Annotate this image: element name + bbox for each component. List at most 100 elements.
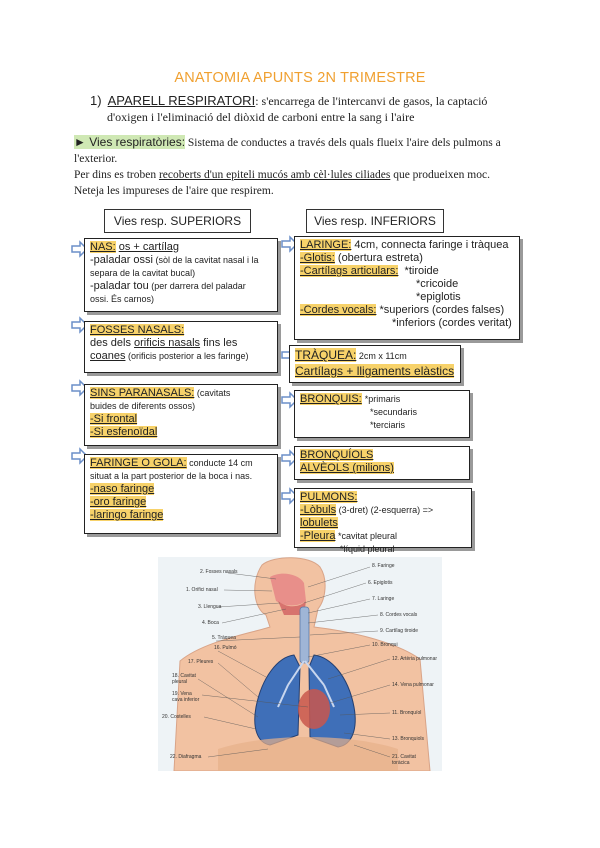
laringe-title: LARINGE:: [300, 239, 351, 251]
bronqui-primaris: *primaris: [365, 394, 401, 404]
fosses-title: FOSSES NASALS:: [90, 324, 184, 336]
fosses-l2b: (orificis posterior a les faringe): [125, 351, 248, 361]
glotis-label: -Glotis:: [300, 252, 335, 264]
lobulets-label: lobulets: [300, 517, 338, 529]
cart-tiroide: *tiroide: [405, 265, 439, 277]
faringe-l3: -naso faringe: [90, 483, 154, 495]
fig-label: 17. Pleures: [188, 659, 213, 665]
pleura-cavitat: *cavitat pleural: [335, 531, 397, 541]
pleura-liquid: *líquid pleural: [300, 544, 395, 554]
fig-label: 19. Vena cava inferior: [172, 691, 202, 703]
faringe-l1: conducte 14 cm: [187, 458, 253, 468]
cartilags-label: -Cartílags articulars:: [300, 265, 398, 277]
sins-l2: buides de diferents ossos): [90, 401, 195, 411]
faringe-l5: -laringo faringe: [90, 509, 163, 521]
vies-text-1: Sistema de conductes a través dels quals…: [185, 137, 501, 149]
box-nas: NAS: os + cartílag -paladar ossi (sòl de…: [84, 238, 278, 312]
page-title: ANATOMIA APUNTS 2N TRIMESTRE: [0, 70, 600, 86]
cordes-inf: *inferiors (cordes veritat): [300, 317, 512, 329]
nas-sub: os + cartílag: [119, 241, 179, 253]
vies-text-3a: Per dins es troben: [74, 169, 159, 181]
box-traquea: TRÀQUEA: 2cm x 11cm Cartílags + lligamen…: [289, 345, 461, 383]
vies-text-2: l'exterior.: [74, 153, 117, 165]
box-fosses-nasals: FOSSES NASALS: des dels orificis nasals …: [84, 321, 278, 373]
sins-l3: -Si frontal: [90, 413, 137, 425]
vies-text-3c: que produeixen moc.: [390, 169, 490, 181]
glotis-desc: (obertura estreta): [335, 252, 423, 264]
fig-label: 4. Boca: [202, 620, 219, 626]
nas-l2: separa de la cavitat bucal): [90, 268, 195, 278]
fig-label: 9. Cartílag tiroide: [380, 628, 418, 634]
fig-label: 12. Artèria pulmonar: [392, 656, 437, 662]
traquea-l2: Cartílags + lligaments elàstics: [295, 364, 454, 378]
header-superiors: Vies resp. SUPERIORS: [104, 209, 251, 233]
cordes-sup: *superiors (cordes falses): [376, 304, 504, 316]
pulmons-title: PULMONS:: [300, 491, 357, 503]
sins-title: SINS PARANASALS:: [90, 387, 194, 399]
pleura-label: -Pleura: [300, 530, 335, 542]
vies-label: ► Vies respiratòries:: [74, 135, 185, 149]
bronqui-terciaris: *terciaris: [300, 420, 405, 430]
section-heading: 1) APARELL RESPIRATORI: s'encarrega de l…: [90, 93, 540, 125]
box-bronquiols: BRONQUÍOLS ALVÈOLS (milions): [294, 446, 470, 480]
fig-label: 21. Cavitat toràcica: [392, 754, 426, 766]
fig-label: 14. Vena pulmonar: [392, 682, 434, 688]
box-laringe: LARINGE: 4cm, connecta faringe i tràquea…: [294, 236, 520, 340]
fig-label: 3. Llengua: [198, 604, 221, 610]
fig-label: 8. Cordes vocals: [380, 612, 417, 618]
nas-l3: -paladar tou: [90, 280, 149, 292]
lobuls-label: -Lòbuls: [300, 504, 336, 516]
header-inferiors: Vies resp. INFERIORS: [306, 209, 444, 233]
fig-label: 20. Costelles: [162, 714, 191, 720]
fig-label: 13. Bronquiols: [392, 736, 424, 742]
fosses-l1b: orificis nasals: [134, 337, 200, 349]
lobuls-desc: (3-dret) (2-esquerra) =>: [336, 505, 433, 515]
fig-label: 8. Faringe: [372, 563, 395, 569]
alveols-title: ALVÈOLS: [300, 462, 349, 474]
vies-text-4: Neteja les impureses de l'aire que respi…: [74, 185, 274, 197]
nas-l4: ossi. És carnos): [90, 294, 154, 304]
fosses-l2a: coanes: [90, 350, 125, 362]
fig-label: 1. Orifici nasal: [186, 587, 218, 593]
vies-paragraph: ► Vies respiratòries: Sistema de conduct…: [74, 134, 544, 199]
sins-l1: (cavitats: [194, 388, 230, 398]
bronqui-secundaris: *secundaris: [300, 407, 417, 417]
sins-l4: -Si esfenoïdal: [90, 426, 157, 438]
nas-l1s: (sòl de la cavitat nasal i la: [153, 255, 259, 265]
faringe-title: FARINGE O GOLA:: [90, 457, 187, 469]
respiratory-diagram: 2. Fosses nasals 1. Orifici nasal 3. Lle…: [158, 557, 442, 771]
nas-l3s: (per darrera del paladar: [149, 281, 246, 291]
box-bronquis: BRONQUIS: *primaris *secundaris *terciar…: [294, 390, 470, 438]
bronquiols-title: BRONQUÍOLS: [300, 449, 373, 461]
laringe-l1: 4cm, connecta faringe i tràquea: [351, 239, 508, 251]
box-pulmons: PULMONS: -Lòbuls (3-dret) (2-esquerra) =…: [294, 488, 472, 548]
alveols-desc: (milions): [349, 462, 394, 474]
fig-label: 18. Cavitat pleural: [172, 673, 198, 685]
bronquis-title: BRONQUIS:: [300, 393, 362, 405]
fig-label: 10. Bronqui: [372, 642, 398, 648]
traquea-l1: 2cm x 11cm: [356, 351, 406, 361]
section-number: 1): [90, 93, 102, 108]
fig-label: 7. Laringe: [372, 596, 394, 602]
fig-label: 16. Pulmó: [214, 645, 237, 651]
faringe-l2: situat a la part posterior de la boca i …: [90, 471, 252, 481]
fosses-l1c: fins les: [200, 337, 237, 349]
fig-label: 6. Epiglotis: [368, 580, 392, 586]
faringe-l4: -oro faringe: [90, 496, 146, 508]
cart-epiglotis: *epiglotis: [300, 291, 461, 303]
fosses-l1a: des dels: [90, 337, 134, 349]
cart-cricoide: *cricoide: [300, 278, 458, 290]
fig-label: 2. Fosses nasals: [200, 569, 238, 575]
box-sins-paranasals: SINS PARANASALS: (cavitats buides de dif…: [84, 384, 278, 446]
cordes-label: -Cordes vocals:: [300, 304, 376, 316]
vies-text-3b: recoberts d'un epiteli mucós amb cèl·lul…: [159, 169, 390, 181]
section-desc-1: : s'encarrega de l'intercanvi de gasos, …: [255, 94, 487, 108]
nas-l1: -paladar ossi: [90, 254, 153, 266]
traquea-title: TRÀQUEA:: [295, 348, 356, 362]
section-title: APARELL RESPIRATORI: [108, 93, 256, 108]
fig-label: 5. Tràquea: [212, 635, 236, 641]
nas-title: NAS:: [90, 241, 116, 253]
fig-label: 11. Bronquíol: [392, 710, 421, 716]
fig-label: 22. Diafragma: [170, 754, 201, 760]
section-desc-2: d'oxigen i l'eliminació del diòxid de ca…: [90, 110, 414, 124]
